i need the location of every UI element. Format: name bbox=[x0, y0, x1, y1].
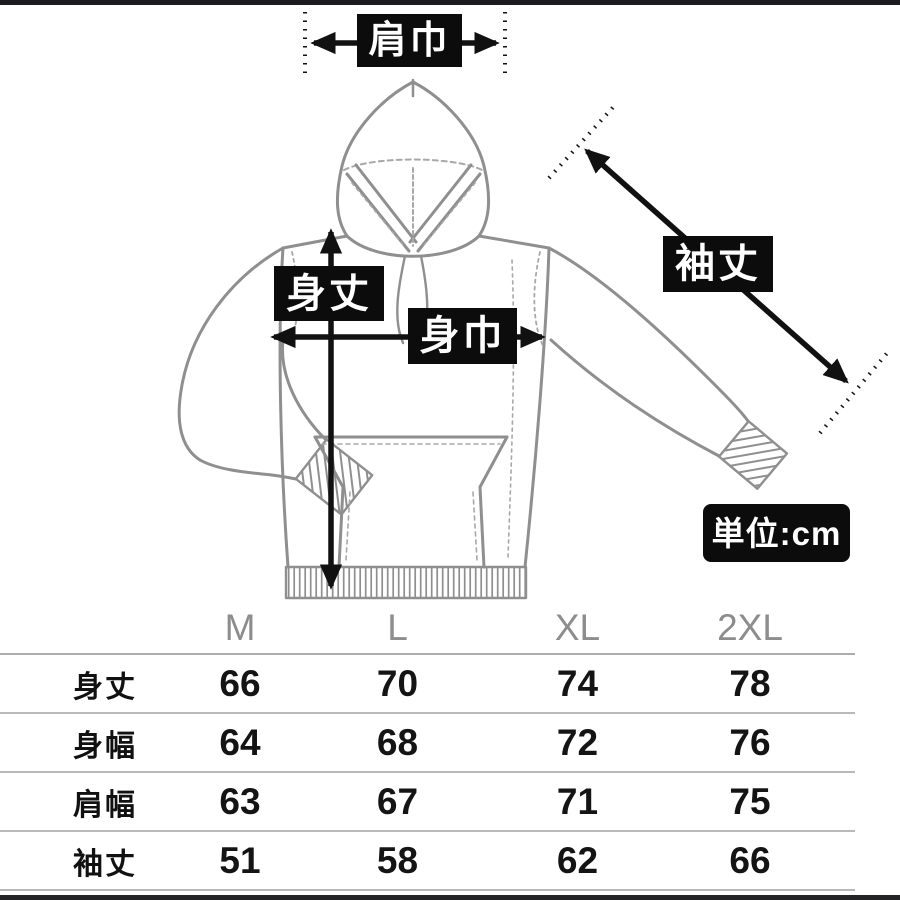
table-row: 身丈 66 70 74 78 bbox=[0, 655, 855, 714]
hoodie-illustration bbox=[177, 12, 890, 600]
cell-value: 67 bbox=[376, 780, 419, 822]
column-header-2xl: 2XL bbox=[717, 606, 783, 648]
body-width-label: 身巾 bbox=[408, 308, 517, 364]
cell-value: 70 bbox=[376, 662, 419, 704]
sleeve-length-label: 袖丈 bbox=[663, 236, 773, 292]
bottom-border-bar bbox=[0, 895, 900, 900]
cell-value: 68 bbox=[376, 721, 419, 763]
cell-value: 64 bbox=[219, 721, 261, 763]
cell-value: 58 bbox=[376, 839, 419, 881]
cell-value: 72 bbox=[556, 721, 599, 763]
column-header-l: L bbox=[387, 606, 408, 648]
right-cuff bbox=[717, 420, 789, 490]
cell-value: 74 bbox=[556, 662, 599, 704]
top-border-bar bbox=[0, 0, 900, 5]
row-label: 身幅 bbox=[73, 729, 137, 763]
table-row: 肩幅 63 67 71 75 bbox=[0, 773, 855, 832]
table-row: 身幅 64 68 72 76 bbox=[0, 714, 855, 773]
cell-value: 63 bbox=[219, 780, 261, 822]
column-header-m: M bbox=[224, 606, 256, 648]
left-cuff bbox=[294, 438, 374, 516]
cell-value: 71 bbox=[556, 780, 599, 822]
column-header-xl: XL bbox=[554, 606, 601, 648]
body-length-label: 身丈 bbox=[274, 266, 384, 321]
cell-value: 78 bbox=[729, 662, 771, 704]
row-label: 袖丈 bbox=[73, 847, 137, 881]
cell-value: 51 bbox=[219, 839, 261, 881]
shoulder-width-label: 肩巾 bbox=[357, 14, 462, 67]
cell-value: 62 bbox=[556, 839, 599, 881]
cell-value: 76 bbox=[729, 721, 771, 763]
table-header-row: M L XL 2XL bbox=[0, 602, 855, 655]
table-row: 袖丈 51 58 62 66 bbox=[0, 832, 855, 891]
dotted-guides bbox=[303, 12, 890, 435]
hem-ribbing bbox=[284, 565, 528, 600]
row-label: 身丈 bbox=[73, 670, 137, 704]
row-label: 肩幅 bbox=[73, 788, 137, 822]
unit-label: 単位:cm bbox=[703, 504, 850, 562]
cell-value: 66 bbox=[219, 662, 261, 704]
cell-value: 66 bbox=[729, 839, 771, 881]
size-table: M L XL 2XL 身丈 66 70 74 78 身幅 64 68 72 76… bbox=[0, 602, 900, 891]
hood bbox=[336, 78, 490, 258]
cell-value: 75 bbox=[729, 780, 771, 822]
